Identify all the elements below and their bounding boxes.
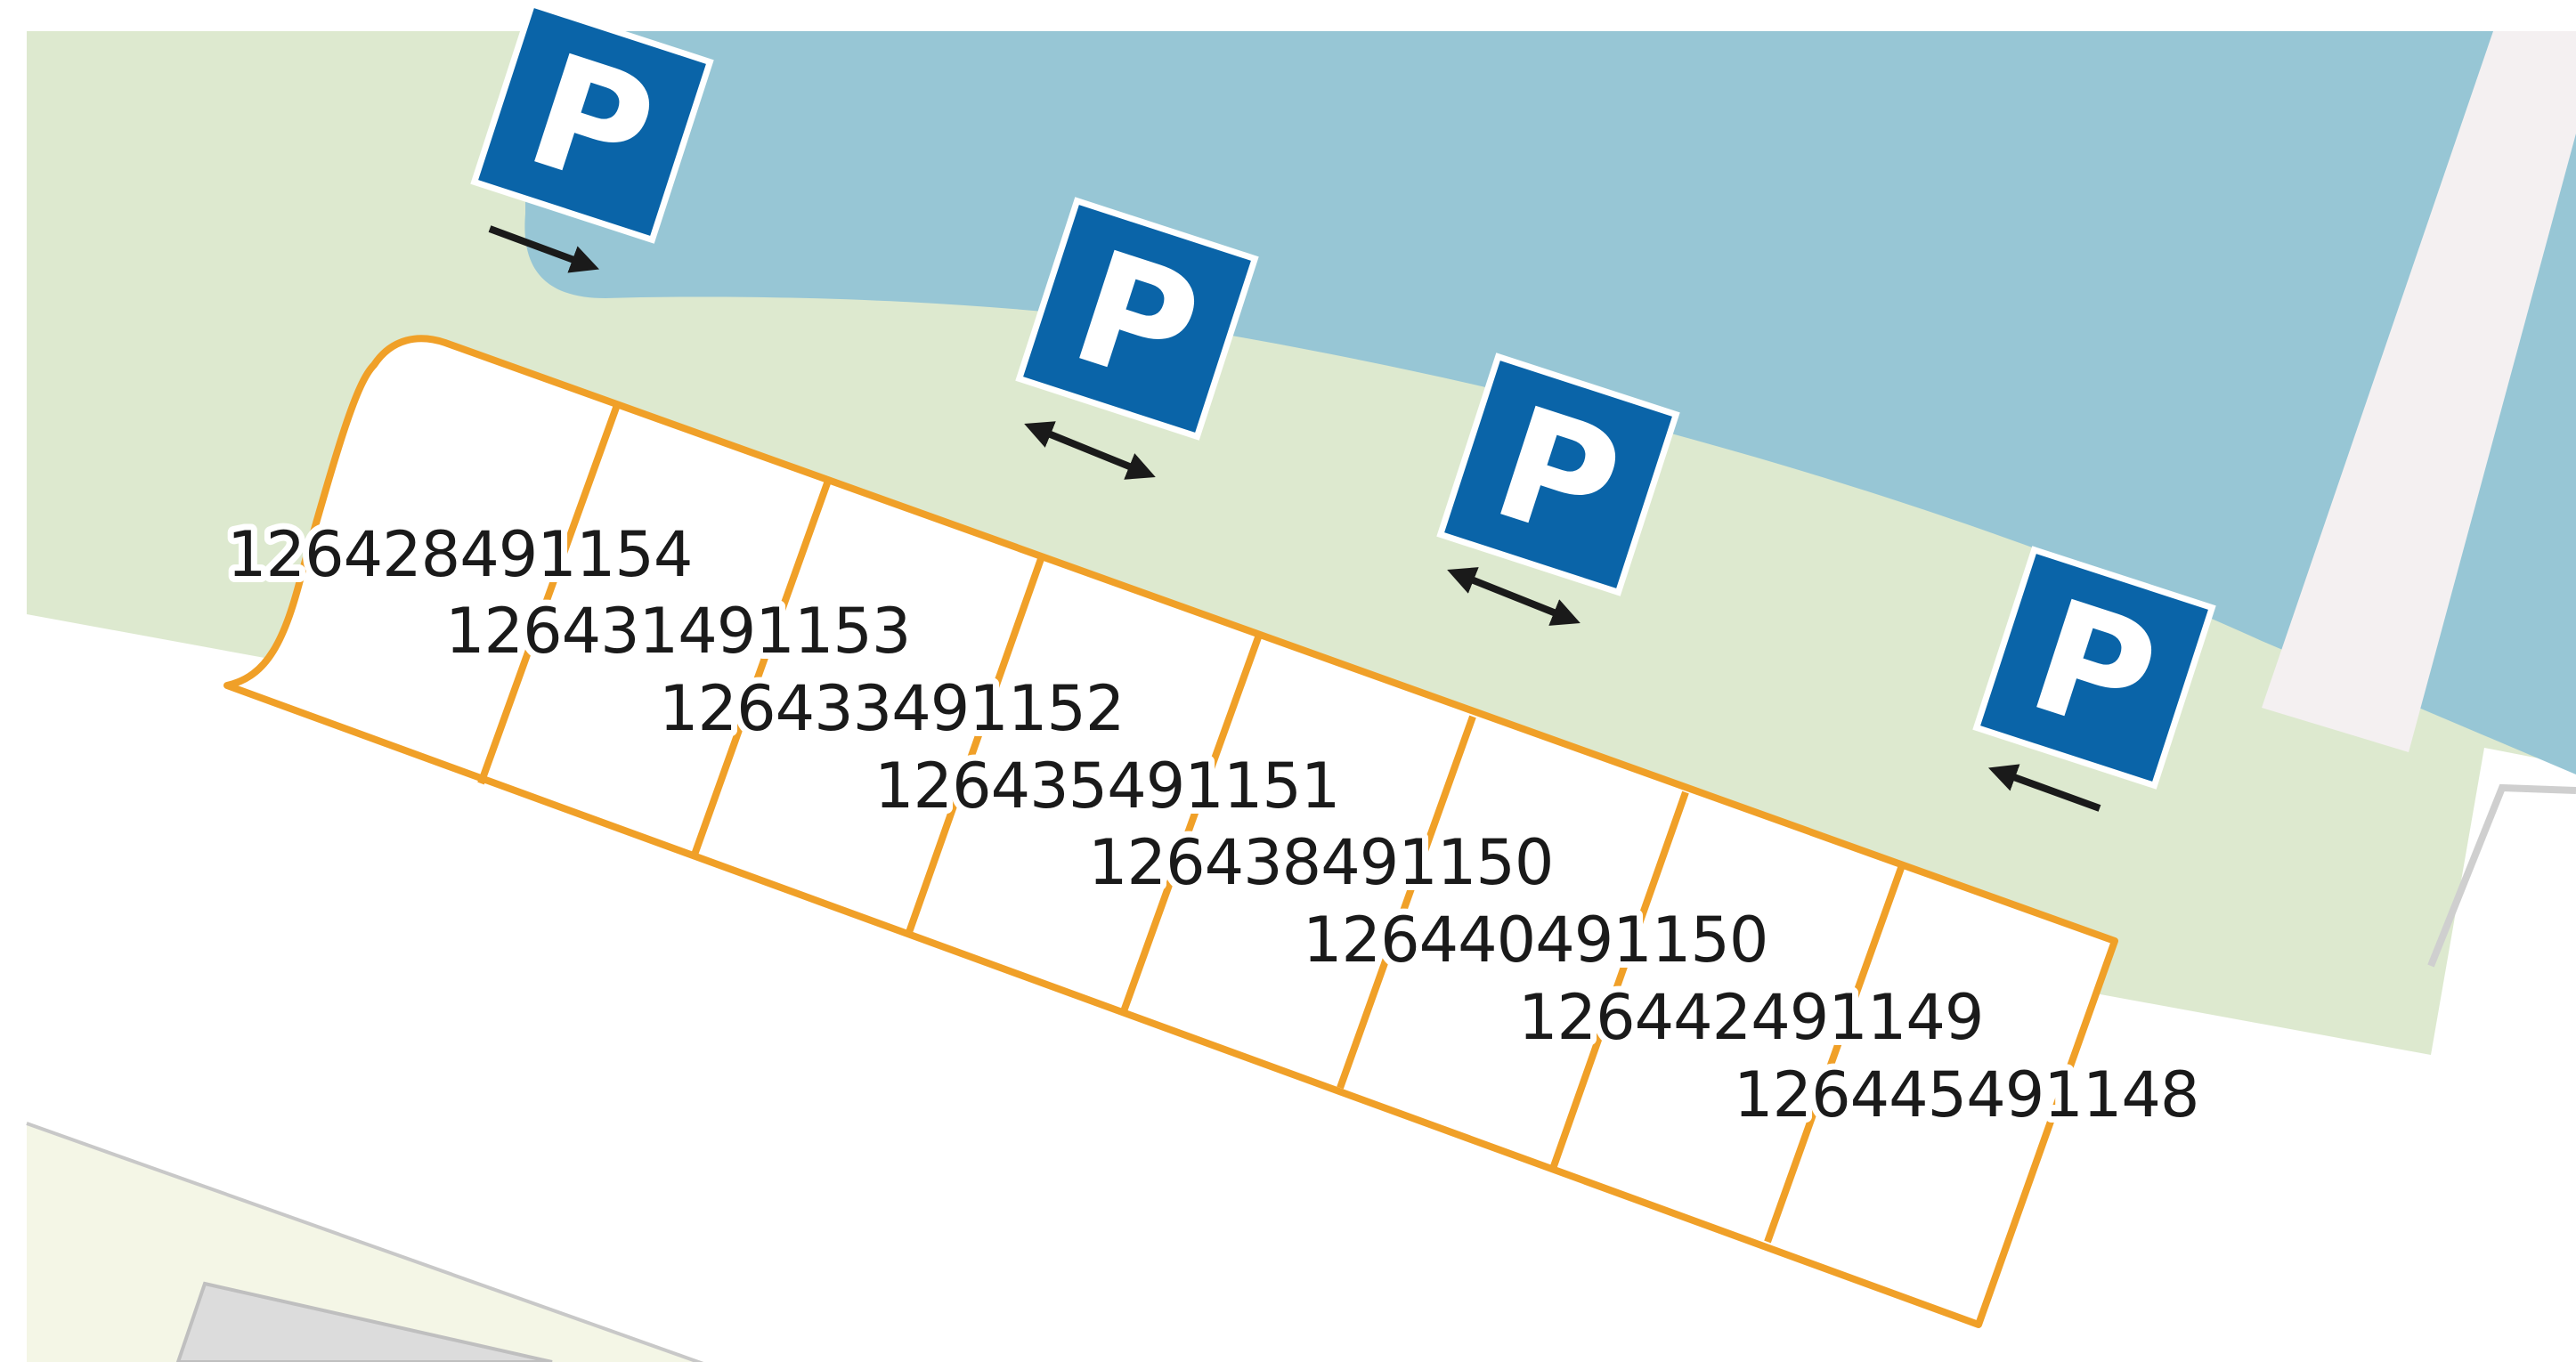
parking-dividers	[477, 403, 1905, 1244]
direction-arrows	[488, 225, 2101, 812]
arrow-right-icon	[488, 225, 600, 273]
arrow-both-icon	[1447, 567, 1581, 626]
parking-sign-3[interactable]: P	[1436, 353, 1680, 596]
parking-sign-icon	[470, 0, 714, 244]
arrow-both-icon	[1024, 421, 1156, 480]
parking-space-label[interactable]: 126428491154	[221, 512, 699, 597]
building-outline	[2427, 783, 2576, 968]
parking-sign-4[interactable]: P	[1972, 546, 2216, 790]
arrow-left-icon	[1987, 764, 2101, 812]
parking-space-label[interactable]: 126440491150	[1296, 897, 1775, 983]
pier	[2262, 31, 2576, 752]
parking-space-labels: 126428491154 126431491153 126433491152 1…	[221, 512, 2206, 1138]
road-edge	[26, 1122, 704, 1362]
parking-lot-outline	[223, 335, 2118, 1328]
parking-space-label[interactable]: 126445491148	[1727, 1052, 2206, 1138]
parking-space-label[interactable]: 126433491152	[653, 666, 1131, 751]
parking-space-label[interactable]: 126435491151	[868, 743, 1346, 829]
building	[175, 1281, 553, 1362]
parking-sign-icon	[1972, 546, 2216, 790]
parking-space-label[interactable]: 126431491153	[439, 588, 917, 674]
parking-space-label[interactable]: 126438491150	[1082, 820, 1560, 905]
parking-sign-icon	[1015, 197, 1259, 441]
parking-sign-1[interactable]: P	[470, 0, 714, 244]
parking-space-label[interactable]: 126442491149	[1512, 975, 1990, 1060]
parking-sign-icon	[1436, 353, 1680, 596]
water-area	[524, 31, 2576, 774]
parking-sign-2[interactable]: P	[1015, 197, 1259, 441]
